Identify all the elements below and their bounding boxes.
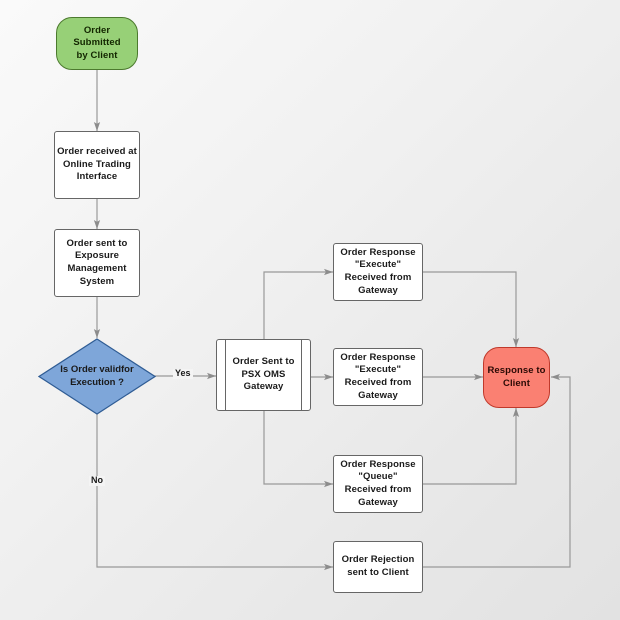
node-label: Order received at Online Trading Interfa… (57, 146, 137, 183)
node-label: Order Response "Execute" Received from G… (340, 351, 416, 401)
edge-label-yes: Yes (173, 368, 193, 379)
node-label: Response to Client (487, 364, 546, 389)
node-order-submitted-by-client[interactable]: Order Submitted by Client (56, 17, 138, 70)
edge-resp-queue-to-response (423, 407, 520, 485)
edge-decision-to-rejection (96, 414, 334, 571)
node-order-response-queue[interactable]: Order Response "Queue" Received from Gat… (333, 455, 423, 513)
edge-label-no: No (89, 475, 105, 486)
node-label: Order Response "Queue" Received from Gat… (340, 458, 416, 508)
node-label: Order Sent to PSX OMS Gateway (232, 356, 295, 393)
edge-resp-exec-1-to-response (423, 271, 520, 348)
node-label: Is Order validfor Execution ? (60, 363, 134, 388)
node-order-response-execute-middle[interactable]: Order Response "Execute" Received from G… (333, 348, 423, 406)
node-order-received-online-trading-interface[interactable]: Order received at Online Trading Interfa… (54, 131, 140, 199)
decision-diamond-shape (38, 338, 156, 415)
node-order-sent-exposure-management-system[interactable]: Order sent to Exposure Management System (54, 229, 140, 297)
node-label: Order Rejection sent to Client (341, 554, 415, 578)
node-order-rejection-sent-to-client[interactable]: Order Rejection sent to Client (333, 541, 423, 593)
node-label: Order Response "Execute" Received from G… (340, 246, 416, 296)
node-order-sent-psx-oms-gateway[interactable]: Order Sent to PSX OMS Gateway (216, 339, 311, 411)
node-label: Order sent to Exposure Management System (66, 237, 128, 287)
node-label: Order Submitted by Client (73, 24, 121, 61)
node-response-to-client[interactable]: Response to Client (483, 347, 550, 408)
node-is-order-valid-for-execution[interactable]: Is Order validfor Execution ? (38, 338, 156, 415)
node-order-response-execute-top[interactable]: Order Response "Execute" Received from G… (333, 243, 423, 301)
edge-oms-to-resp-queue (263, 411, 334, 488)
edge-oms-to-resp-exec-1 (263, 268, 334, 339)
